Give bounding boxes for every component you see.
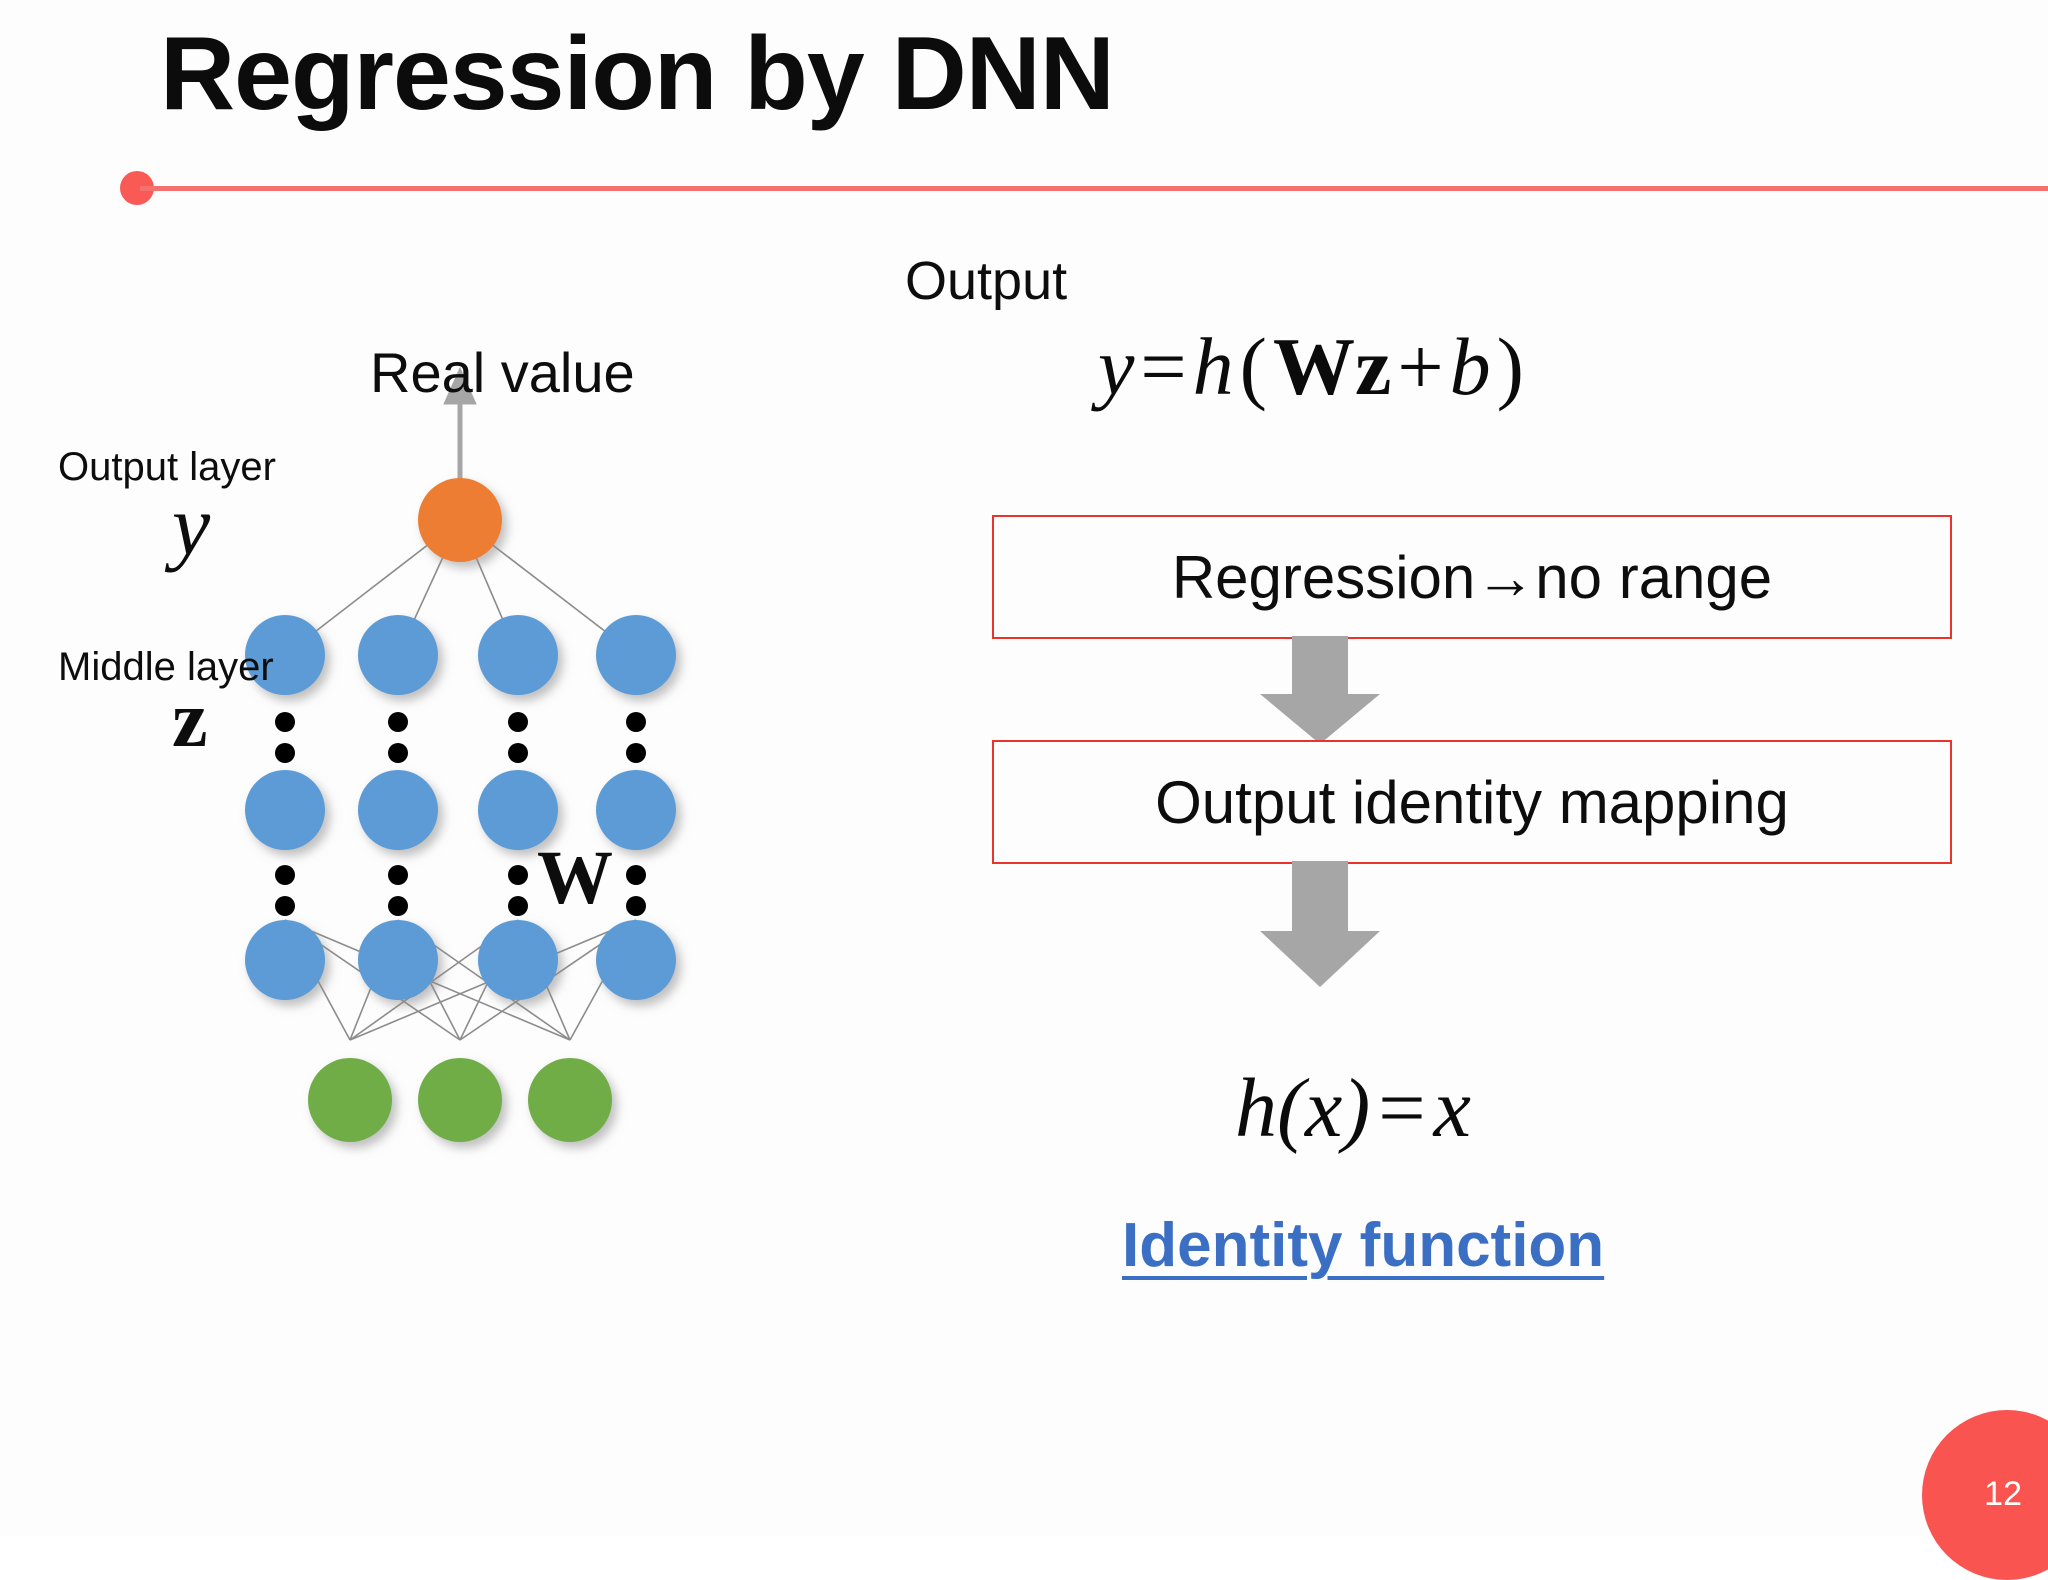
callout-box-identity-text: Output identity mapping [1155,768,1789,836]
page-title: Regression by DNN [160,16,1115,132]
title-divider [140,186,2048,191]
hx-open: ( [1277,1062,1305,1155]
hx-fn: h [1235,1062,1277,1155]
node-row-middle-bottom [245,920,676,1000]
middle-layer-label: Middle layer [58,645,274,689]
page-number: 12 [1984,1475,2022,1513]
node-middle [245,770,325,850]
edges-middle-to-input [284,919,637,1041]
output-layer-symbol: y [172,477,211,573]
node-input [528,1058,612,1142]
node-input [308,1058,392,1142]
node-output [418,478,502,562]
node-middle [358,770,438,850]
slide-root: Regression by DNN [40,16,2048,1580]
real-value-label: Real value [370,341,635,404]
node-middle [245,615,325,695]
network-diagram: Real value Output layer y Middle layer z… [40,270,940,1390]
node-row-middle-top [245,615,676,695]
callout-box-identity: Output identity mapping [992,740,1952,864]
formula-output-equation: y=h(Wz+b) [1098,320,1530,414]
output-label: Output [905,251,1068,311]
down-arrow-icon-1 [1260,636,1380,744]
formula-open-paren: ( [1239,321,1267,412]
formula-close-paren: ) [1496,321,1524,412]
node-row-middle-mid [245,770,676,850]
output-layer-label: Output layer [58,445,276,489]
formula-plus: + [1397,321,1444,412]
weight-matrix-symbol: W [537,836,613,920]
node-middle [358,615,438,695]
formula-bias: b [1449,321,1491,412]
node-row-input [308,1058,612,1142]
ellipsis-dots-row-1 [275,712,646,794]
hx-arg: x [1304,1062,1343,1155]
node-middle [358,920,438,1000]
callout-box-regression: Regression→no range [992,515,1952,639]
formula-lhs: y [1098,321,1135,412]
down-arrow-icon-2 [1260,861,1380,987]
formula-bold-W: W [1272,321,1355,412]
node-middle [596,615,676,695]
identity-function-link[interactable]: Identity function [1122,1211,1605,1280]
node-middle [596,920,676,1000]
network-svg [245,366,676,1142]
formula-bold-z: z [1354,321,1392,412]
node-middle [596,770,676,850]
callout-box-regression-text: Regression→no range [1171,543,1773,611]
formula-equals: = [1140,321,1187,412]
middle-layer-symbol: z [172,676,208,764]
node-middle [478,920,558,1000]
node-middle [245,920,325,1000]
formula-identity-equation: h(x)=x [1235,1060,1471,1157]
formula-fn: h [1192,321,1234,412]
node-middle [478,770,558,850]
hx-equals: = [1378,1062,1426,1155]
hx-rhs: x [1433,1062,1471,1155]
hx-close: ) [1342,1062,1371,1155]
node-input [418,1058,502,1142]
node-middle [478,615,558,695]
